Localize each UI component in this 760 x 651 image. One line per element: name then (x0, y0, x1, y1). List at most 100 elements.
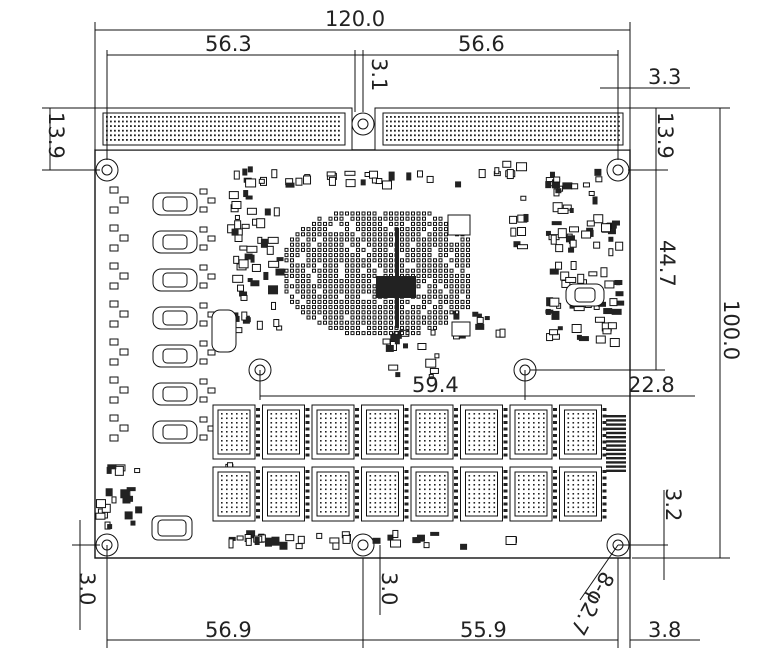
smd-part (279, 541, 288, 550)
chip-pad (270, 475, 273, 477)
decoupling-cap (454, 453, 458, 457)
chip-pad (270, 444, 273, 447)
pin (166, 139, 168, 141)
pin (154, 116, 156, 118)
chip-pad (493, 431, 496, 433)
chip-pad (221, 493, 223, 495)
smd-part (417, 343, 427, 351)
pin (594, 116, 596, 118)
chip-pad (587, 449, 590, 451)
chip-pad (538, 484, 540, 486)
chip-pad (320, 511, 322, 513)
bga-ball (356, 284, 360, 289)
decoupling-cap (503, 421, 508, 424)
pin (574, 116, 576, 118)
pin (466, 116, 468, 118)
pin (502, 134, 504, 137)
smd-part (594, 316, 605, 323)
decoupling-cap (404, 440, 409, 444)
pin (306, 120, 308, 123)
pin (558, 120, 560, 123)
bga-ball (361, 331, 366, 336)
bga-ball (416, 227, 421, 232)
chip-pad (236, 502, 238, 504)
bga-ball (444, 242, 448, 247)
bga-ball (438, 263, 443, 268)
smd-part (130, 520, 136, 526)
inductor (151, 515, 193, 541)
decoupling-cap (454, 489, 458, 493)
chip-pad (340, 502, 342, 504)
pin (514, 120, 516, 123)
pin (114, 129, 116, 132)
chip-pad (419, 444, 421, 447)
bga-ball (466, 258, 470, 263)
chip-pad (434, 497, 436, 500)
pin (334, 139, 336, 141)
smd-part (604, 280, 615, 289)
chip-pad (587, 413, 590, 415)
chip-pad (483, 422, 486, 424)
bga-ball (284, 253, 289, 258)
pin (118, 116, 120, 118)
smd-part (271, 536, 280, 546)
bga-ball (334, 216, 338, 221)
bga-ball (306, 232, 311, 237)
pin (418, 139, 420, 141)
bga-ball (356, 273, 360, 278)
chip-pad (325, 449, 327, 451)
chip-pad (483, 417, 486, 420)
bga-ball (449, 305, 454, 310)
bga-ball (312, 247, 316, 252)
bga-ball (444, 232, 448, 237)
decoupling-cap (602, 414, 607, 418)
pin (162, 125, 164, 127)
decoupling-cap (355, 447, 359, 450)
smd-part (295, 177, 303, 186)
bga-ball (405, 310, 410, 315)
dim-bottom-left-span: 56.9 (205, 618, 252, 642)
smd-part (207, 273, 216, 280)
chip-pad (389, 484, 392, 486)
bga-ball (295, 299, 300, 304)
bga-ball (411, 227, 415, 232)
decoupling-cap (602, 496, 607, 499)
chip-pad (582, 417, 585, 420)
chip-pad (439, 431, 441, 433)
bga-ball (422, 247, 426, 252)
pin (110, 129, 112, 132)
chip-pad (335, 475, 337, 477)
chip-pad (439, 449, 441, 451)
chip-pad (434, 449, 436, 451)
pin (554, 116, 556, 118)
smd-part (234, 214, 240, 220)
bga-ball (328, 247, 333, 252)
pin (534, 134, 536, 137)
decoupling-cap (602, 447, 607, 450)
chip-pad (567, 449, 570, 451)
bga-ball (328, 305, 333, 310)
pin (146, 139, 148, 141)
chip-pad (384, 431, 387, 433)
bga-ball (312, 227, 316, 232)
pin (290, 139, 292, 141)
chip-pad (473, 426, 476, 429)
chip-pad (419, 431, 421, 433)
bga-ball (328, 299, 333, 304)
bga-ball (460, 305, 465, 310)
chip-pad (543, 431, 545, 433)
chip-pad (493, 502, 496, 504)
bga-ball (295, 247, 300, 252)
chip-pad (523, 426, 525, 429)
bga-ball (394, 216, 399, 221)
chip-pad (538, 413, 540, 415)
bga-ball (361, 227, 366, 232)
bga-ball (350, 253, 355, 258)
chip-pad (369, 426, 372, 429)
pin (518, 139, 520, 141)
pin (578, 116, 580, 118)
pin (606, 120, 608, 123)
chip-pad (275, 506, 278, 509)
bga-ball (427, 242, 432, 247)
bga-ball (433, 315, 437, 320)
